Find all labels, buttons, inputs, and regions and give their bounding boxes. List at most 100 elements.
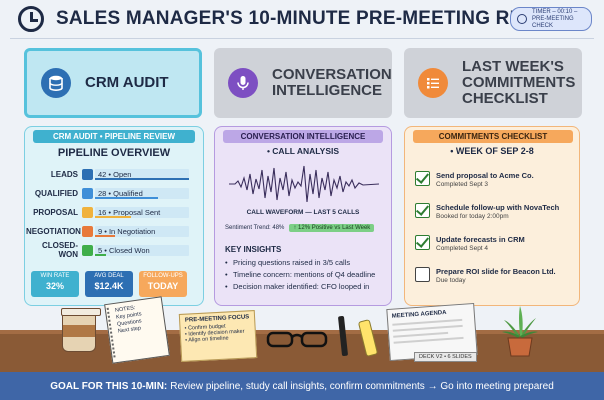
pipeline-stage-label: NEGOTIATION xyxy=(26,226,81,236)
stat-label: AVG DEAL xyxy=(94,273,124,279)
call-waveform xyxy=(229,165,379,203)
conversation-panel: CONVERSATION INTELLIGENCE • CALL ANALYSI… xyxy=(214,126,392,306)
commitment-item[interactable]: Send proposal to Acme Co.Completed Sept … xyxy=(415,171,575,188)
plant-icon xyxy=(502,306,538,357)
pipeline-stage-fill xyxy=(95,196,158,199)
goal-lead: GOAL FOR THIS 10-MIN: xyxy=(50,380,168,392)
pipeline-stage-label: PROPOSAL xyxy=(33,207,78,217)
sentiment-label: Sentiment Trend: 48% xyxy=(225,225,285,231)
week-heading: • WEEK OF SEP 2-8 xyxy=(450,146,534,156)
stat-value: 32% xyxy=(45,281,64,291)
stat-value: $12.4K xyxy=(94,281,124,291)
insights-heading: KEY INSIGHTS xyxy=(225,245,282,254)
commitment-status: Completed Sept 4 xyxy=(436,245,489,252)
pipeline-row[interactable]: NEGOTIATION 9 • In Negotiation xyxy=(26,223,194,239)
commitment-status: Completed Sept 3 xyxy=(436,181,489,188)
pipeline-stage-value: 9 • In Negotiation xyxy=(98,226,156,236)
focus-sticky-note: PRE-MEETING FOCUS • Confirm budget • Ide… xyxy=(178,310,258,362)
call-analysis-heading: • CALL ANALYSIS xyxy=(266,146,340,156)
insight-item: Pricing questions raised in 3/5 calls xyxy=(225,258,385,267)
pipeline-stage-bar: 28 • Qualified xyxy=(95,187,189,199)
database-icon xyxy=(41,68,71,98)
checkbox-checked[interactable] xyxy=(415,171,430,186)
crm-stat-chip: WIN RATE 32% xyxy=(31,271,79,297)
pipeline-stage-fill xyxy=(95,253,106,256)
commitments-panel: COMMITMENTS CHECKLIST • WEEK OF SEP 2-8 … xyxy=(404,126,580,306)
pipeline-stage-bar: 16 • Proposal Sent xyxy=(95,206,189,218)
page-title: SALES MANAGER'S 10-MINUTE PRE-MEETING RI… xyxy=(56,8,567,29)
agenda-title: MEETING AGENDA xyxy=(391,309,447,320)
step-label: CONVERSATION INTELLIGENCE xyxy=(272,66,392,99)
clock-icon xyxy=(18,6,44,32)
pipeline-stage-bar: 9 • In Negotiation xyxy=(95,225,189,237)
header-divider xyxy=(10,38,594,39)
waveform-label: CALL WAVEFORM — LAST 5 CALLS xyxy=(246,209,360,216)
stage-icon xyxy=(82,225,93,237)
timer-badge[interactable]: TIMER – 00:10 – PRE-MEETING CHECK xyxy=(510,7,592,31)
step-card-conversation-intelligence[interactable]: CONVERSATION INTELLIGENCE xyxy=(214,48,392,118)
commitment-item[interactable]: Prepare ROI slide for Beacon Ltd.Due tod… xyxy=(415,267,575,284)
goal-banner: GOAL FOR THIS 10-MIN: Review pipeline, s… xyxy=(0,372,604,400)
pipeline-stage-fill xyxy=(95,215,131,218)
commitment-title: Schedule follow-up with NovaTech xyxy=(436,203,560,212)
insights-list: Pricing questions raised in 3/5 calls Ti… xyxy=(225,258,385,294)
commitment-status: Due today xyxy=(436,277,466,284)
pipeline-stage-label: CLOSED-WON xyxy=(42,241,78,259)
header: SALES MANAGER'S 10-MINUTE PRE-MEETING RI… xyxy=(10,4,594,34)
checklist-icon xyxy=(418,68,448,98)
commitment-title: Update forecasts in CRM xyxy=(436,235,525,244)
notepad: NOTES: Key points Questions Next step xyxy=(104,296,170,364)
timer-line1: TIMER – 00:10 – xyxy=(532,8,578,15)
sentiment-row: Sentiment Trend: 48% ↑ 12% Positive vs L… xyxy=(225,224,375,232)
pipeline-row[interactable]: QUALIFIED 28 • Qualified xyxy=(26,185,194,201)
pipeline-row[interactable]: CLOSED-WON 5 • Closed Won xyxy=(26,241,194,259)
commitment-status: Booked for today 2:00pm xyxy=(436,213,509,220)
stage-icon xyxy=(82,244,93,256)
pipeline-stage-fill xyxy=(95,177,189,180)
step-label: CRM AUDIT xyxy=(85,74,169,91)
desk-edge xyxy=(0,330,604,336)
insight-item: Timeline concern: mentions of Q4 deadlin… xyxy=(225,270,385,279)
conversation-panel-tab: CONVERSATION INTELLIGENCE xyxy=(223,130,383,143)
step-label: LAST WEEK'S COMMITMENTS CHECKLIST xyxy=(462,58,576,107)
stage-icon xyxy=(82,168,93,180)
pipeline-stage-fill xyxy=(95,234,115,237)
timer-icon xyxy=(517,14,527,24)
step-card-commitments[interactable]: LAST WEEK'S COMMITMENTS CHECKLIST xyxy=(404,48,582,118)
insight-item: Decision maker identified: CFO looped in xyxy=(225,282,385,291)
pipeline-stage-bar: 5 • Closed Won xyxy=(95,244,189,256)
commitment-title: Send proposal to Acme Co. xyxy=(436,171,534,180)
microphone-icon xyxy=(228,68,258,98)
pipeline-stage-label: QUALIFIED xyxy=(34,188,78,198)
stat-label: WIN RATE xyxy=(40,273,70,279)
crm-stat-chip: FOLLOW-UPS TODAY xyxy=(139,271,187,297)
commitment-title: Prepare ROI slide for Beacon Ltd. xyxy=(436,267,556,276)
crm-panel-tab: CRM AUDIT • PIPELINE REVIEW xyxy=(33,130,195,143)
checkbox-checked[interactable] xyxy=(415,235,430,250)
checkbox-unchecked[interactable] xyxy=(415,267,430,282)
pipeline-stage-value: 16 • Proposal Sent xyxy=(98,207,161,217)
stat-value: TODAY xyxy=(147,281,179,291)
coffee-cup-icon xyxy=(61,308,101,352)
stat-label: FOLLOW-UPS xyxy=(143,273,183,279)
pipeline-stage-value: 28 • Qualified xyxy=(98,188,143,198)
pipeline-row[interactable]: LEADS 42 • Open xyxy=(26,166,194,182)
step-card-crm-audit[interactable]: CRM AUDIT xyxy=(24,48,202,118)
stage-icon xyxy=(82,187,93,199)
commitments-panel-tab: COMMITMENTS CHECKLIST xyxy=(413,130,573,143)
crm-stat-chip: AVG DEAL $12.4K xyxy=(85,271,133,297)
pipeline-row[interactable]: PROPOSAL 16 • Proposal Sent xyxy=(26,204,194,220)
pipeline-stage-bar: 42 • Open xyxy=(95,168,189,180)
goal-text: Review pipeline, study call insights, co… xyxy=(170,380,554,392)
pipeline-heading: PIPELINE OVERVIEW xyxy=(57,147,171,159)
pipeline-stage-value: 5 • Closed Won xyxy=(98,245,150,255)
pipeline-stage-value: 42 • Open xyxy=(98,169,132,179)
pipeline-stage-label: LEADS xyxy=(50,169,78,179)
glasses-icon xyxy=(266,331,328,348)
checkbox-checked[interactable] xyxy=(415,203,430,218)
stage-icon xyxy=(82,206,93,218)
sentiment-badge-text: 12% Positive vs Last Week xyxy=(298,225,371,231)
